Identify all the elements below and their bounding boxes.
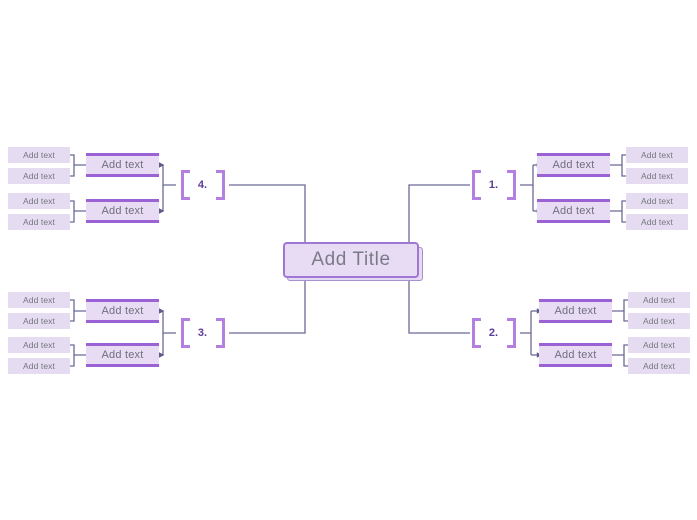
branch-3-node-2-label: Add text	[101, 349, 144, 361]
branch-3-node-2-leaf-2-label: Add text	[23, 361, 55, 371]
bracket-left-icon	[471, 318, 481, 348]
branch-2-node-2[interactable]: Add text	[539, 343, 612, 367]
branch-2-node-1-label: Add text	[554, 305, 597, 317]
branch-4-node-1-leaf-1[interactable]: Add text	[8, 147, 70, 163]
branch-4-node-2-leaf-2-label: Add text	[23, 217, 55, 227]
branch-3-node-2-leaf-2[interactable]: Add text	[8, 358, 70, 374]
branch-2-node-2-leaf-2[interactable]: Add text	[628, 358, 690, 374]
branch-1-node-1[interactable]: Add text	[537, 153, 610, 177]
branch-4-node-2-leaf-1-label: Add text	[23, 196, 55, 206]
branch-2-node-1-leaf-1[interactable]: Add text	[628, 292, 690, 308]
branch-1-node-1-leaf-2-label: Add text	[641, 171, 673, 181]
branch-3-node-2-leaf-1-label: Add text	[23, 340, 55, 350]
branch-1-node-2-leaf-1[interactable]: Add text	[626, 193, 688, 209]
branch-3-node-2[interactable]: Add text	[86, 343, 159, 367]
branch-2-node-1-leaf-2[interactable]: Add text	[628, 313, 690, 329]
branch-2-node-2-leaf-2-label: Add text	[643, 361, 675, 371]
branch-4-node-1-leaf-2-label: Add text	[23, 171, 55, 181]
branch-number-1[interactable]: 1.	[467, 170, 520, 200]
branch-3-node-1-leaf-1[interactable]: Add text	[8, 292, 70, 308]
bracket-right-icon	[215, 318, 225, 348]
branch-4-node-2-leaf-2[interactable]: Add text	[8, 214, 70, 230]
title-node[interactable]: Add Title	[283, 242, 419, 278]
branch-2-node-2-leaf-1[interactable]: Add text	[628, 337, 690, 353]
branch-1-node-1-leaf-1-label: Add text	[641, 150, 673, 160]
branch-3-node-1-leaf-1-label: Add text	[23, 295, 55, 305]
branch-2-node-2-leaf-1-label: Add text	[643, 340, 675, 350]
branch-2-node-1-leaf-2-label: Add text	[643, 316, 675, 326]
bracket-right-icon	[506, 318, 516, 348]
branch-4-node-2[interactable]: Add text	[86, 199, 159, 223]
branch-number-4-label: 4.	[197, 179, 208, 191]
bracket-right-icon	[506, 170, 516, 200]
branch-number-3-label: 3.	[197, 327, 208, 339]
branch-2-node-2-label: Add text	[554, 349, 597, 361]
branch-3-node-1-leaf-2-label: Add text	[23, 316, 55, 326]
branch-number-1-label: 1.	[488, 179, 499, 191]
title-node-label: Add Title	[311, 249, 391, 270]
branch-1-node-2-leaf-2-label: Add text	[641, 217, 673, 227]
branch-1-node-1-leaf-2[interactable]: Add text	[626, 168, 688, 184]
branch-number-4[interactable]: 4.	[176, 170, 229, 200]
branch-3-node-1-leaf-2[interactable]: Add text	[8, 313, 70, 329]
branch-1-node-1-leaf-1[interactable]: Add text	[626, 147, 688, 163]
branch-number-2[interactable]: 2.	[467, 318, 520, 348]
branch-2-node-1[interactable]: Add text	[539, 299, 612, 323]
bracket-left-icon	[180, 318, 190, 348]
branch-2-node-1-leaf-1-label: Add text	[643, 295, 675, 305]
branch-3-node-1[interactable]: Add text	[86, 299, 159, 323]
branch-3-node-2-leaf-1[interactable]: Add text	[8, 337, 70, 353]
bracket-left-icon	[471, 170, 481, 200]
branch-4-node-1[interactable]: Add text	[86, 153, 159, 177]
branch-4-node-1-label: Add text	[101, 159, 144, 171]
bracket-left-icon	[180, 170, 190, 200]
branch-3-node-1-label: Add text	[101, 305, 144, 317]
branch-1-node-2[interactable]: Add text	[537, 199, 610, 223]
branch-1-node-2-leaf-1-label: Add text	[641, 196, 673, 206]
branch-1-node-1-label: Add text	[552, 159, 595, 171]
branch-4-node-1-leaf-2[interactable]: Add text	[8, 168, 70, 184]
branch-number-2-label: 2.	[488, 327, 499, 339]
bracket-right-icon	[215, 170, 225, 200]
branch-1-node-2-label: Add text	[552, 205, 595, 217]
branch-1-node-2-leaf-2[interactable]: Add text	[626, 214, 688, 230]
branch-4-node-2-label: Add text	[101, 205, 144, 217]
branch-4-node-1-leaf-1-label: Add text	[23, 150, 55, 160]
branch-4-node-2-leaf-1[interactable]: Add text	[8, 193, 70, 209]
branch-number-3[interactable]: 3.	[176, 318, 229, 348]
